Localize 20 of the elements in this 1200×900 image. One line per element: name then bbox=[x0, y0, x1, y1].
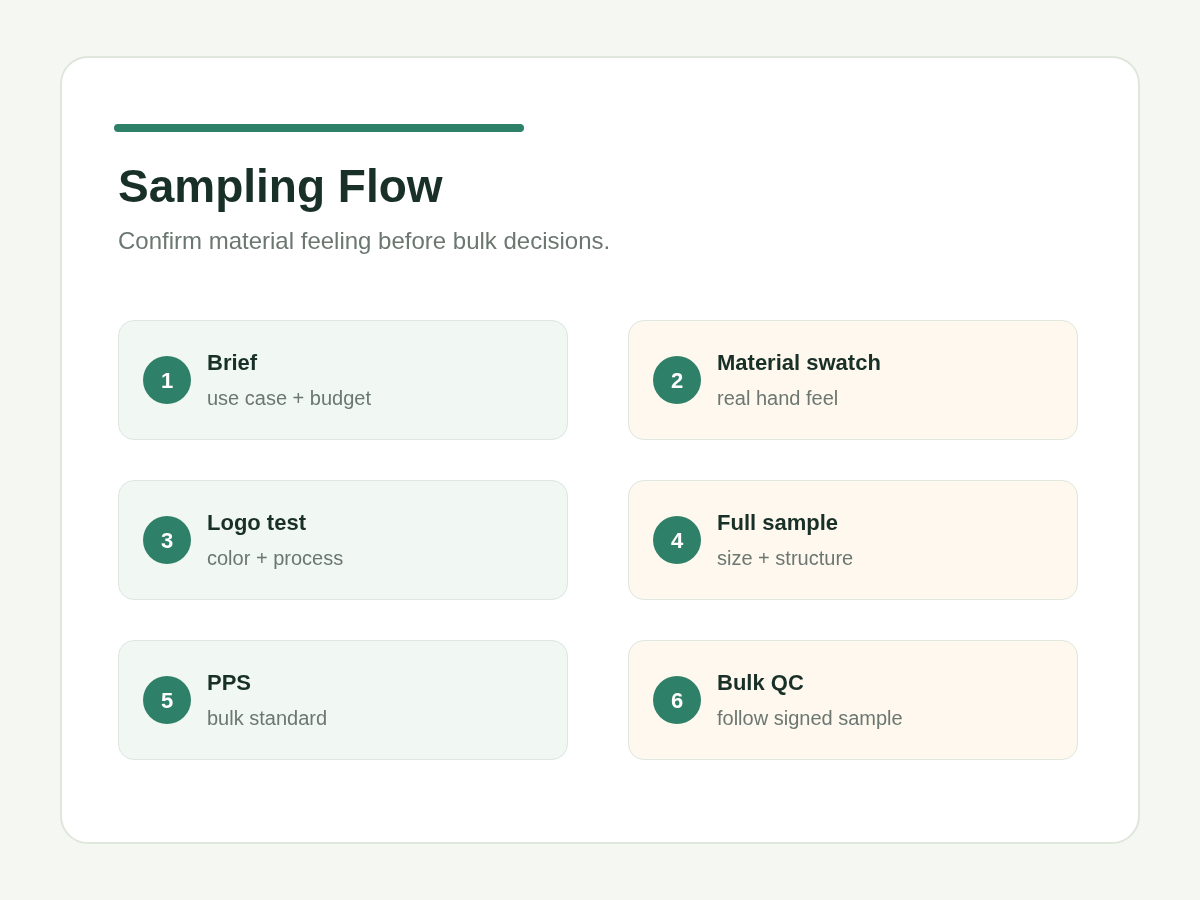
step-description: use case + budget bbox=[207, 386, 371, 411]
step-title: PPS bbox=[207, 669, 253, 697]
step-card bbox=[628, 480, 1078, 600]
step-description: color + process bbox=[207, 546, 344, 571]
step-card bbox=[118, 320, 568, 440]
step-description: real hand feel bbox=[717, 386, 840, 411]
step-title: Full sample bbox=[717, 509, 840, 537]
step-card bbox=[628, 640, 1078, 760]
step-description: bulk standard bbox=[207, 706, 328, 731]
step-card bbox=[628, 320, 1078, 440]
step-description: follow signed sample bbox=[717, 706, 903, 731]
step-title: Bulk QC bbox=[717, 669, 805, 697]
step-card bbox=[118, 480, 568, 600]
step-description: size + structure bbox=[717, 546, 854, 571]
step-title: Logo test bbox=[207, 509, 307, 537]
subtitle: Confirm material feeling before bulk decisions. bbox=[118, 226, 611, 256]
step-title: Material swatch bbox=[717, 349, 881, 377]
step-title: Brief bbox=[207, 349, 259, 377]
title: Sampling Flow bbox=[118, 159, 443, 214]
step-card bbox=[118, 640, 568, 760]
